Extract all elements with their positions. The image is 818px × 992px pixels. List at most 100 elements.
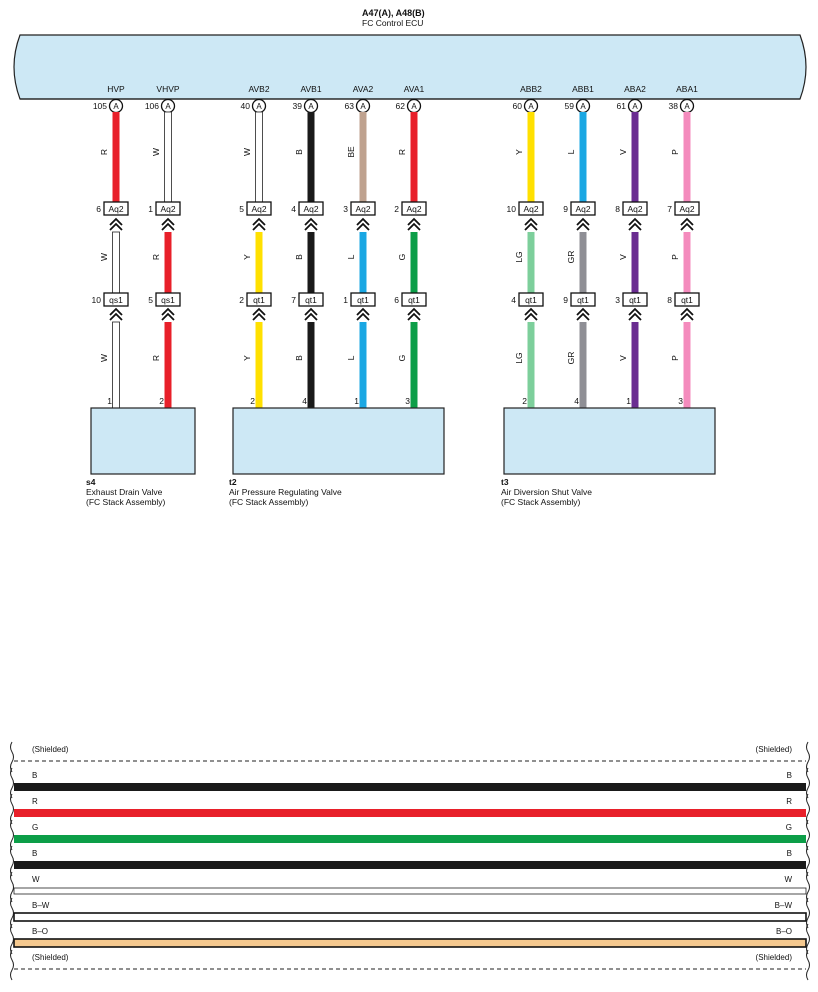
ecu-name: FC Control ECU bbox=[362, 18, 423, 28]
connector-chevron bbox=[524, 307, 538, 321]
connector-pin-number: 1 bbox=[148, 204, 153, 214]
connector-label: Aq2 bbox=[406, 204, 421, 214]
wire-color-label: W bbox=[99, 354, 109, 362]
wire-segment-lower bbox=[579, 322, 587, 408]
wire-segment-lower bbox=[410, 322, 418, 408]
connector-pin-number: 5 bbox=[239, 204, 244, 214]
wire-segment-lower bbox=[631, 322, 639, 408]
ecu-pin-circle: A bbox=[303, 98, 319, 114]
connector-box bbox=[298, 292, 324, 307]
wire-color-label: Y bbox=[242, 355, 252, 361]
connector-chevron bbox=[407, 217, 421, 231]
wire-segment-upper bbox=[631, 112, 639, 202]
connector-label: qs1 bbox=[161, 295, 175, 305]
break-mark-left bbox=[10, 897, 14, 929]
legend-label-left: G bbox=[32, 823, 38, 832]
connector-box bbox=[518, 292, 544, 307]
wire-segment-upper bbox=[307, 112, 315, 202]
ecu-pin-circle: A bbox=[406, 98, 422, 114]
connector-chevron bbox=[252, 217, 266, 231]
wire-segment-upper bbox=[579, 112, 587, 202]
wire-color-label: V bbox=[618, 254, 628, 260]
connector-pin-number: 2 bbox=[239, 295, 244, 305]
wire-color-label: P bbox=[670, 149, 680, 155]
connector-pin-number: 2 bbox=[394, 204, 399, 214]
wire-color-label: R bbox=[151, 254, 161, 260]
legend-wire bbox=[14, 809, 806, 817]
junction-connector-aq2: Aq2 1 bbox=[148, 201, 181, 216]
break-mark-right bbox=[806, 949, 810, 981]
connector-label: qt1 bbox=[305, 295, 317, 305]
wire-color-label: B bbox=[294, 149, 304, 155]
ecu-pin-circle: A bbox=[355, 98, 371, 114]
wire-color-label: V bbox=[618, 355, 628, 361]
legend-wire bbox=[14, 861, 806, 869]
wire-color-label: W bbox=[151, 148, 161, 156]
connector-box bbox=[103, 201, 129, 216]
ecu-pin-label: HVP bbox=[107, 84, 125, 94]
connector-label: Aq2 bbox=[251, 204, 266, 214]
wires-layer: HVPA105RAq26Wqs110W1HVPVHVPA106WAq21Rqs1… bbox=[92, 84, 700, 422]
connector-box bbox=[103, 292, 129, 307]
device-pin-number: 1 bbox=[626, 396, 631, 406]
connector-label: Aq2 bbox=[160, 204, 175, 214]
wire-segment-middle bbox=[255, 232, 263, 293]
legend-label-left: (Shielded) bbox=[32, 953, 69, 962]
legend-wire bbox=[14, 783, 806, 791]
wire-color-label: R bbox=[99, 149, 109, 155]
connector-pin-number: 8 bbox=[615, 204, 620, 214]
wire-segment-lower bbox=[164, 322, 172, 408]
connector-chevron bbox=[304, 217, 318, 231]
connector-chevron bbox=[576, 307, 590, 321]
junction-connector-aq2: Aq2 8 bbox=[615, 201, 648, 216]
break-mark-left bbox=[10, 741, 14, 773]
legend-label-left: B bbox=[32, 849, 37, 858]
legend-label-left: B–O bbox=[32, 927, 48, 936]
wire-segment-middle bbox=[164, 232, 172, 293]
legend-label-right: R bbox=[786, 797, 792, 806]
device-box-t2 bbox=[232, 407, 445, 475]
connector-label: Aq2 bbox=[627, 204, 642, 214]
connector-box bbox=[570, 201, 596, 216]
connector-chevron bbox=[161, 217, 175, 231]
connector-pin-number: 10 bbox=[92, 295, 102, 305]
ecu-pin-circle: A bbox=[627, 98, 643, 114]
wire-color-label: LG bbox=[514, 251, 524, 262]
device-pin-number: 2 bbox=[159, 396, 164, 406]
ecu-pin-number: 63 bbox=[345, 101, 355, 111]
connector-chevron bbox=[304, 307, 318, 321]
ecu-pin-circle: A bbox=[108, 98, 124, 114]
device-code-s4: s4 bbox=[86, 477, 96, 487]
ecu-pin-number: 105 bbox=[93, 101, 107, 111]
wire-segment-upper bbox=[527, 112, 535, 202]
legend-label-left: R bbox=[32, 797, 38, 806]
wire-segment-middle bbox=[631, 232, 639, 293]
wire-segment-upper bbox=[164, 111, 172, 203]
device-name-s4: Exhaust Drain Valve bbox=[86, 487, 163, 497]
wire-segment-upper bbox=[255, 111, 263, 203]
device-pin-number: 4 bbox=[302, 396, 307, 406]
break-mark-right bbox=[806, 793, 810, 825]
device-code-t2: t2 bbox=[229, 477, 237, 487]
legend-wire bbox=[14, 835, 806, 843]
legend-label-right: (Shielded) bbox=[756, 953, 793, 962]
connector-chevron bbox=[576, 217, 590, 231]
device-sub-t3: (FC Stack Assembly) bbox=[501, 497, 581, 507]
legend-label-left: W bbox=[32, 875, 40, 884]
ecu-ids: A47(A), A48(B) bbox=[362, 8, 425, 18]
wire-segment-lower bbox=[527, 322, 535, 408]
ecu-pin-connector-letter: A bbox=[528, 102, 534, 111]
connector-label: Aq2 bbox=[108, 204, 123, 214]
